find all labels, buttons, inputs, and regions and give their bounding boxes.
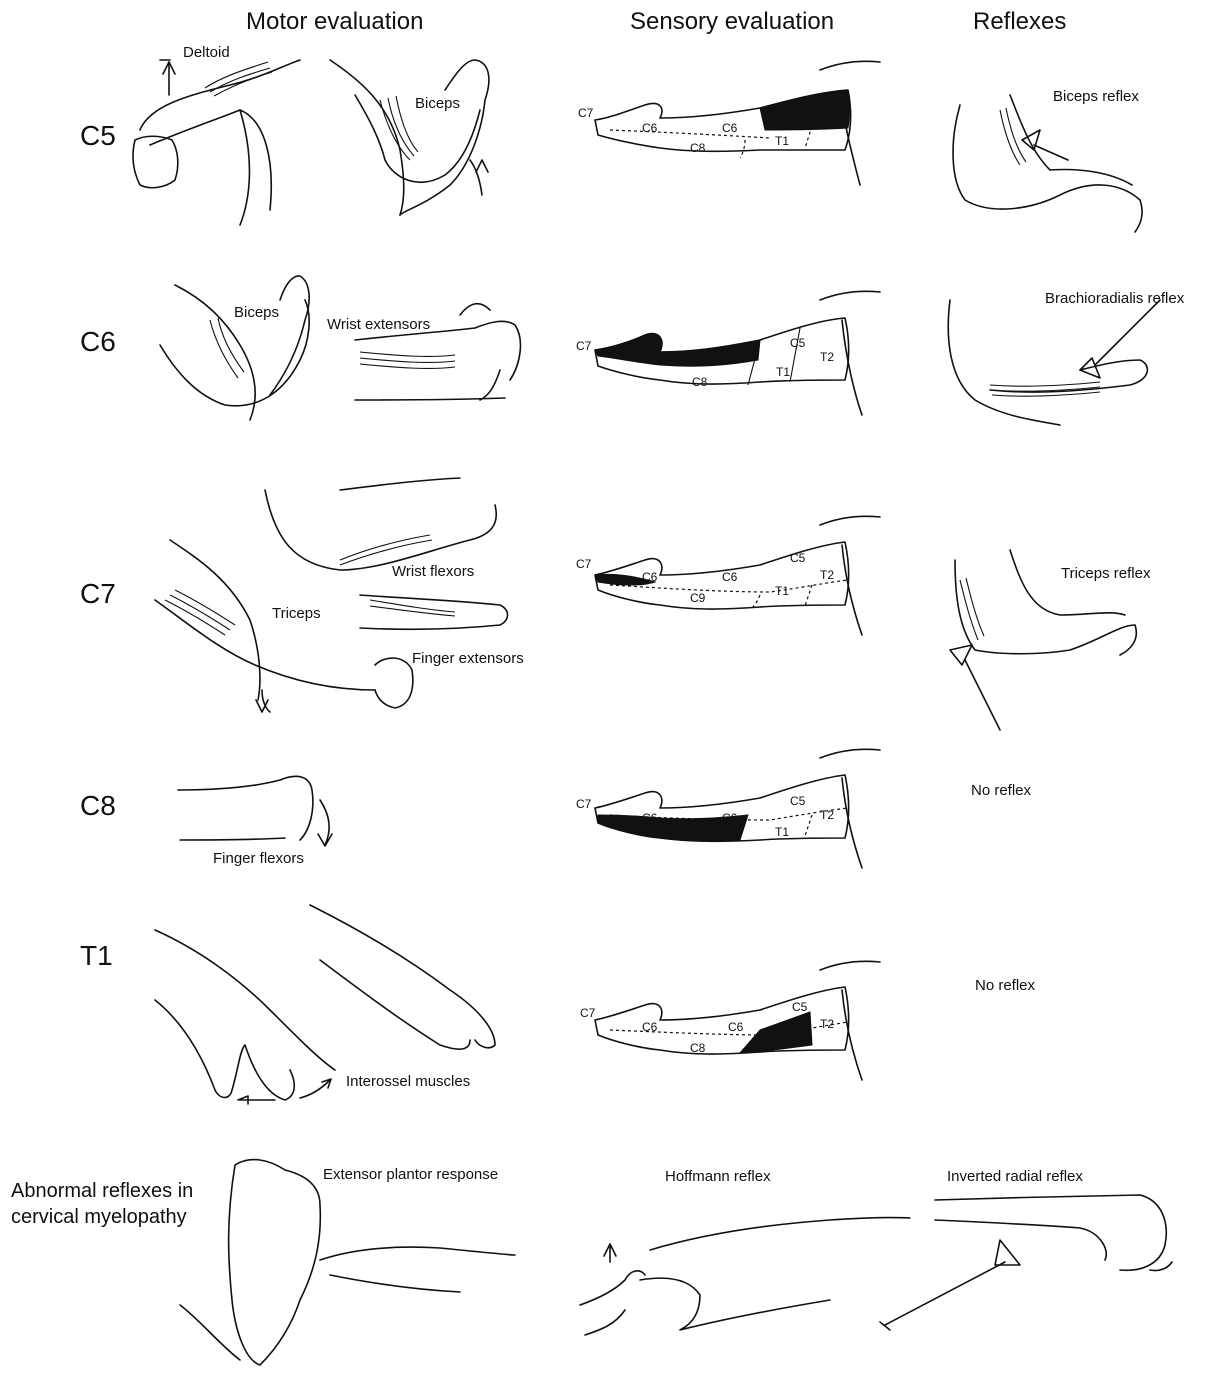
dermatome-label: C7 [576,557,591,571]
c6-wrist-extensors-label: Wrist extensors [327,316,430,333]
dermatome-label: T2 [820,568,834,582]
dermatome-label: T2 [820,350,834,364]
biceps-reflex-illustration [953,95,1142,232]
dermatome-label: C6 [642,570,657,584]
sensory-arm-c5 [595,61,880,185]
biceps-reflex-label: Biceps reflex [1053,88,1139,105]
dermatome-label: T2 [820,1017,834,1031]
abnormal-reflexes-title: Abnormal reflexes in cervical myelopathy [11,1178,221,1230]
t1-interossei-label: Interossel muscles [346,1073,470,1090]
dermatome-label: C6 [642,121,657,135]
dermatome-label: T1 [775,584,789,598]
dermatome-label: T1 [776,365,790,379]
dermatome-label: C5 [790,551,805,565]
c6-biceps-illustration [160,276,309,420]
dermatome-label: C5 [790,794,805,808]
sensory-arm-c7 [595,516,880,635]
dermatome-label: C6 [728,1020,743,1034]
dermatome-label: C7 [580,1006,595,1020]
sensory-arm-c6 [595,291,880,415]
dermatome-label: C7 [576,339,591,353]
c5-deltoid-illustration [133,60,300,225]
hoffmann-reflex-illustration [580,1218,910,1335]
dermatome-label: C5 [790,336,805,350]
hoffmann-reflex-label: Hoffmann reflex [665,1168,771,1185]
inverted-radial-reflex-label: Inverted radial reflex [947,1168,1083,1185]
dermatome-label: C6 [722,121,737,135]
dermatome-label: C6 [642,1020,657,1034]
c6-biceps-label: Biceps [234,304,279,321]
c8-finger-flexors-label: Finger flexors [213,850,304,867]
brachioradialis-reflex-label: Brachioradialis reflex [1045,290,1184,307]
c8-no-reflex-label: No reflex [971,782,1031,799]
dermatome-label: T1 [775,825,789,839]
extensor-plantar-response-label: Extensor plantor response [323,1166,498,1183]
dermatome-label: C7 [578,106,593,120]
c5-deltoid-label: Deltoid [183,44,230,61]
triceps-reflex-label: Triceps reflex [1061,565,1150,582]
t1-no-reflex-label: No reflex [975,977,1035,994]
brachioradialis-reflex-illustration [948,300,1160,425]
c7-finger-extensors-label: Finger extensors [412,650,524,667]
c7-wrist-flexors-label: Wrist flexors [392,563,474,580]
plantar-response-illustration [180,1160,515,1365]
dermatome-label: C8 [692,375,707,389]
dermatome-label: C5 [792,1000,807,1014]
dermatome-label: C8 [690,1041,705,1055]
dermatome-label: T2 [820,117,834,131]
c8-finger-flexors-illustration [178,776,332,846]
dermatome-label: C7 [576,797,591,811]
dermatome-label: T1 [775,134,789,148]
c5-biceps-illustration [330,60,489,215]
c7-triceps-label: Triceps [272,605,321,622]
dermatome-label: C9 [690,591,705,605]
dermatome-label: C8 [690,141,705,155]
dermatome-label: C6 [722,811,737,825]
dermatome-label: C6 [722,570,737,584]
dermatome-label: T2 [820,808,834,822]
inverted-radial-reflex-illustration [880,1195,1172,1330]
c5-biceps-label: Biceps [415,95,460,112]
dermatome-label: C6 [642,811,657,825]
sensory-arm-c8 [595,749,880,868]
